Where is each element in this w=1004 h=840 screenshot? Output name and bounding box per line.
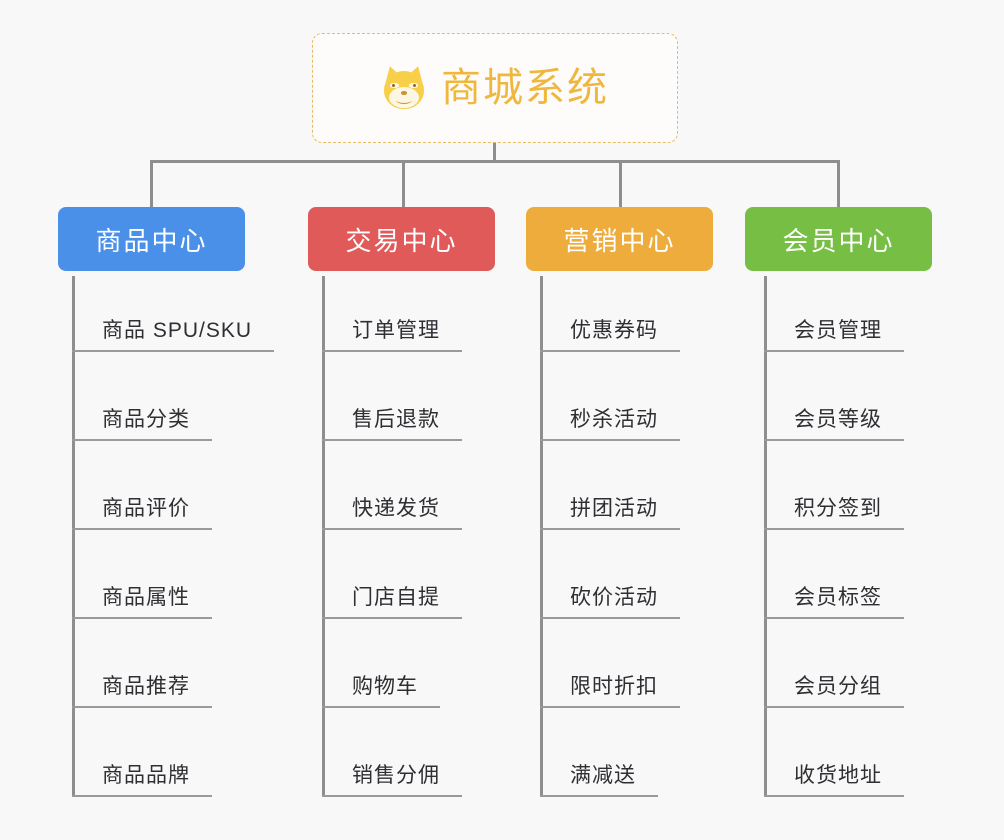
leaf-item[interactable]: 商品属性 (72, 531, 212, 619)
leaf-item[interactable]: 销售分佣 (322, 709, 462, 797)
leaf-item-label: 商品 SPU/SKU (72, 314, 275, 352)
category-header-label: 会员中心 (782, 225, 895, 256)
branch-drop-line-3 (619, 160, 622, 207)
category-header-trade-center[interactable]: 交易中心 (308, 207, 495, 271)
branch-trunk-line-trade-center (322, 276, 325, 797)
leaf-item-label: 商品推荐 (72, 670, 212, 708)
leaf-item-label: 快递发货 (322, 492, 462, 530)
leaf-item-label: 限时折扣 (540, 670, 680, 708)
leaf-item-label: 门店自提 (322, 581, 462, 619)
shiba-dog-face-icon (381, 63, 427, 111)
category-header-label: 商品中心 (95, 225, 208, 256)
leaf-item-label: 砍价活动 (540, 581, 680, 619)
branch-trunk-line-product-center (72, 276, 75, 797)
leaf-item[interactable]: 商品评价 (72, 442, 212, 530)
leaf-item[interactable]: 优惠券码 (540, 264, 680, 352)
leaf-item[interactable]: 商品推荐 (72, 620, 212, 708)
leaf-item[interactable]: 会员分组 (764, 620, 904, 708)
category-header-label: 交易中心 (345, 225, 458, 256)
leaf-item-label: 拼团活动 (540, 492, 680, 530)
branch-bus-line (150, 160, 840, 163)
branch-drop-line-4 (837, 160, 840, 207)
leaf-item[interactable]: 限时折扣 (540, 620, 680, 708)
leaf-item-label: 售后退款 (322, 403, 462, 441)
root-stem-line (493, 143, 496, 163)
root-title: 商城系统 (441, 66, 609, 110)
leaf-item[interactable]: 商品品牌 (72, 709, 212, 797)
leaf-item[interactable]: 商品分类 (72, 353, 212, 441)
leaf-item[interactable]: 会员等级 (764, 353, 904, 441)
category-header-marketing-center[interactable]: 营销中心 (526, 207, 713, 271)
leaf-item-label: 商品属性 (72, 581, 212, 619)
leaf-item[interactable]: 满减送 (540, 709, 658, 797)
leaf-item[interactable]: 砍价活动 (540, 531, 680, 619)
leaf-item[interactable]: 会员标签 (764, 531, 904, 619)
leaf-item-label: 商品分类 (72, 403, 212, 441)
leaf-item[interactable]: 收货地址 (764, 709, 904, 797)
leaf-item[interactable]: 门店自提 (322, 531, 462, 619)
branch-drop-line-1 (150, 160, 153, 207)
leaf-item[interactable]: 售后退款 (322, 353, 462, 441)
leaf-item-label: 优惠券码 (540, 314, 680, 352)
leaf-item-label: 销售分佣 (322, 759, 462, 797)
leaf-item[interactable]: 商品 SPU/SKU (72, 264, 275, 352)
branch-trunk-line-marketing-center (540, 276, 543, 797)
leaf-item-label: 会员等级 (764, 403, 904, 441)
branch-drop-line-2 (402, 160, 405, 207)
leaf-item-label: 商品评价 (72, 492, 212, 530)
root-node[interactable]: 商城系统 (312, 33, 678, 143)
leaf-item-label: 商品品牌 (72, 759, 212, 797)
leaf-item[interactable]: 购物车 (322, 620, 440, 708)
leaf-item-label: 会员标签 (764, 581, 904, 619)
category-header-label: 营销中心 (563, 225, 676, 256)
leaf-item-label: 购物车 (322, 670, 440, 708)
leaf-item[interactable]: 会员管理 (764, 264, 904, 352)
leaf-item-label: 收货地址 (764, 759, 904, 797)
category-header-product-center[interactable]: 商品中心 (58, 207, 245, 271)
leaf-item[interactable]: 拼团活动 (540, 442, 680, 530)
leaf-item-label: 满减送 (540, 759, 658, 797)
leaf-item[interactable]: 积分签到 (764, 442, 904, 530)
leaf-item-label: 积分签到 (764, 492, 904, 530)
leaf-item[interactable]: 秒杀活动 (540, 353, 680, 441)
branch-trunk-line-member-center (764, 276, 767, 797)
category-header-member-center[interactable]: 会员中心 (745, 207, 932, 271)
leaf-item-label: 订单管理 (322, 314, 462, 352)
leaf-item-label: 会员管理 (764, 314, 904, 352)
leaf-item-label: 会员分组 (764, 670, 904, 708)
leaf-item-label: 秒杀活动 (540, 403, 680, 441)
leaf-item[interactable]: 订单管理 (322, 264, 462, 352)
leaf-item[interactable]: 快递发货 (322, 442, 462, 530)
